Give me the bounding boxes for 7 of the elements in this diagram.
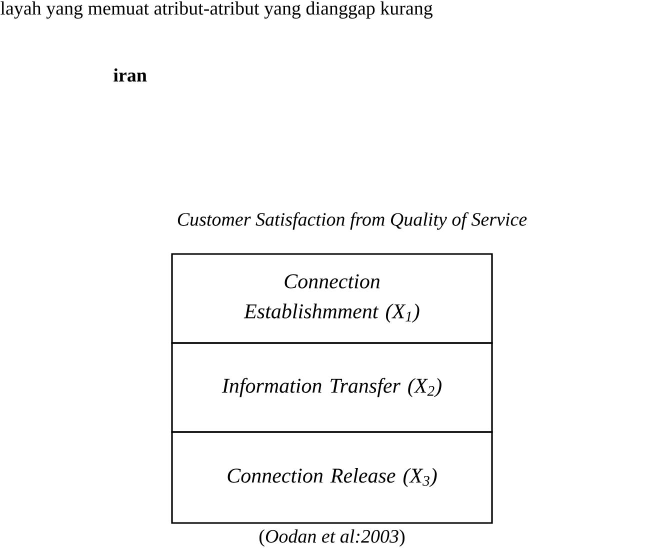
text-box: Connection Establishmment (X$_{1}$) <box>171 253 493 344</box>
text-box: Information Transfer (X$_{2}$) <box>171 342 493 433</box>
diagram-title: Customer Satisfaction from Quality of Service <box>178 212 527 230</box>
text-box: Connection Release (X$_{3}$) <box>171 431 493 524</box>
caption: (Oodan et al:2003) <box>260 529 404 547</box>
body-text: layah yang memuat atribut-atribut yang dianggap kurang <box>0 1 433 19</box>
heading-text: iran <box>114 68 147 82</box>
